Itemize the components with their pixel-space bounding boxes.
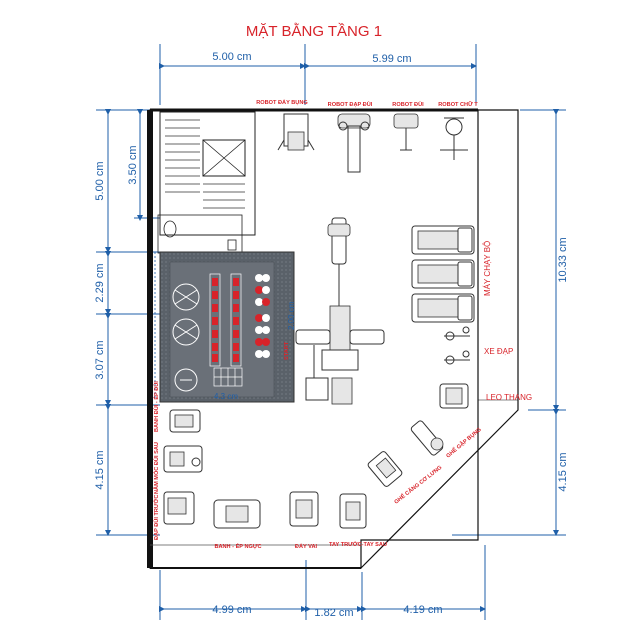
label-robot-chu-t: ROBOT CHỮ T <box>438 101 478 108</box>
robot-leg-machine <box>393 113 419 151</box>
leg-extension-machine <box>163 491 195 525</box>
treadmill-2 <box>411 259 475 289</box>
label-day-vai: ĐẨY VAI <box>295 543 318 550</box>
label-tay-truoc-tay-sau: TAY TRƯỚC-TAY SAU <box>329 540 387 548</box>
hip-abductor-machine <box>169 409 201 433</box>
dim-top-left: 5.00 cm <box>212 51 251 63</box>
exercise-bike-2 <box>444 350 470 365</box>
label-banh-ep-nguc: BANH - ÉP NGỰC <box>214 542 261 550</box>
dim-left-3: 3.07 cm <box>94 340 106 379</box>
label-nam-moc-dui-sau: NẰM MÓC ĐÙI SAU <box>152 442 160 494</box>
label-ghe-gap-bung: GHẾ GẬP BỤNG <box>445 426 483 459</box>
dim-left-inner: 3.50 cm <box>127 145 139 184</box>
treadmill-3 <box>411 293 475 323</box>
chest-fly-machine <box>213 499 261 529</box>
label-robot-dap-dui: ROBOT ĐẠP ĐÙI <box>328 101 373 108</box>
dim-bottom-2: 1.82 cm <box>314 607 353 619</box>
bicep-tricep-machine <box>339 493 367 529</box>
dim-left-2: 2.29 cm <box>94 263 106 302</box>
label-leo-thang: LEO THANG <box>486 393 532 402</box>
dim-right-1: 10.33 cm <box>557 237 569 282</box>
free-weight-zone: START 2.00 cm 4.3 cm <box>154 251 296 403</box>
dimension-right: 10.33 cm 4.15 cm <box>452 109 569 536</box>
toilet-icon <box>163 220 177 238</box>
robot-ab-crunch-machine <box>277 113 315 151</box>
label-dap-dui-truoc: ĐẠP ĐÙI TRƯỚC <box>152 495 160 540</box>
staircase <box>157 111 256 254</box>
dimension-left: 5.00 cm 3.50 cm 2.29 cm 3.07 cm 4.15 cm <box>94 109 160 536</box>
label-may-chay-bo: MÁY CHẠY BỘ <box>483 241 492 296</box>
dim-bottom-1: 4.99 cm <box>212 604 251 616</box>
dim-stretch-v: 2.00 cm <box>287 301 296 330</box>
robot-leg-press-machine <box>337 113 371 173</box>
start-label: START <box>284 341 290 360</box>
dim-stretch-h: 4.3 cm <box>214 392 238 401</box>
exercise-bike-1 <box>444 326 470 341</box>
dim-left-1: 5.00 cm <box>94 161 106 200</box>
label-xe-dap: XE ĐẠP <box>484 347 513 356</box>
kettlebell-rack <box>255 274 270 358</box>
label-banh-dui-ep-dui: BANH ĐÙI - ÉP ĐÙI <box>152 381 160 432</box>
walls <box>147 108 519 569</box>
ab-bench <box>410 420 444 456</box>
dim-top-right: 5.99 cm <box>372 53 411 65</box>
dimension-bottom: 4.99 cm 1.82 cm 4.19 cm <box>159 545 486 620</box>
dumbbell-rack-1 <box>209 273 221 367</box>
shoulder-press-machine <box>289 491 319 527</box>
stair-climber <box>439 383 469 409</box>
leg-curl-machine <box>163 445 203 473</box>
dumbbell-rack-2 <box>230 273 242 367</box>
back-extension-bench <box>367 451 403 487</box>
label-robot-day-bung: ROBOT ĐẨY BỤNG <box>256 99 308 106</box>
dim-bottom-3: 4.19 cm <box>403 604 442 616</box>
label-robot-dui: ROBOT ĐÙI <box>392 101 424 108</box>
treadmill-1 <box>411 225 475 255</box>
multi-station-machine <box>295 217 385 405</box>
dim-left-4: 4.15 cm <box>94 450 106 489</box>
dim-right-2: 4.15 cm <box>557 452 569 491</box>
robot-t-bar-machine <box>440 117 468 160</box>
plan-title: MẶT BẰNG TẦNG 1 <box>246 22 382 40</box>
dimension-top: 5.00 cm 5.99 cm <box>159 44 477 105</box>
